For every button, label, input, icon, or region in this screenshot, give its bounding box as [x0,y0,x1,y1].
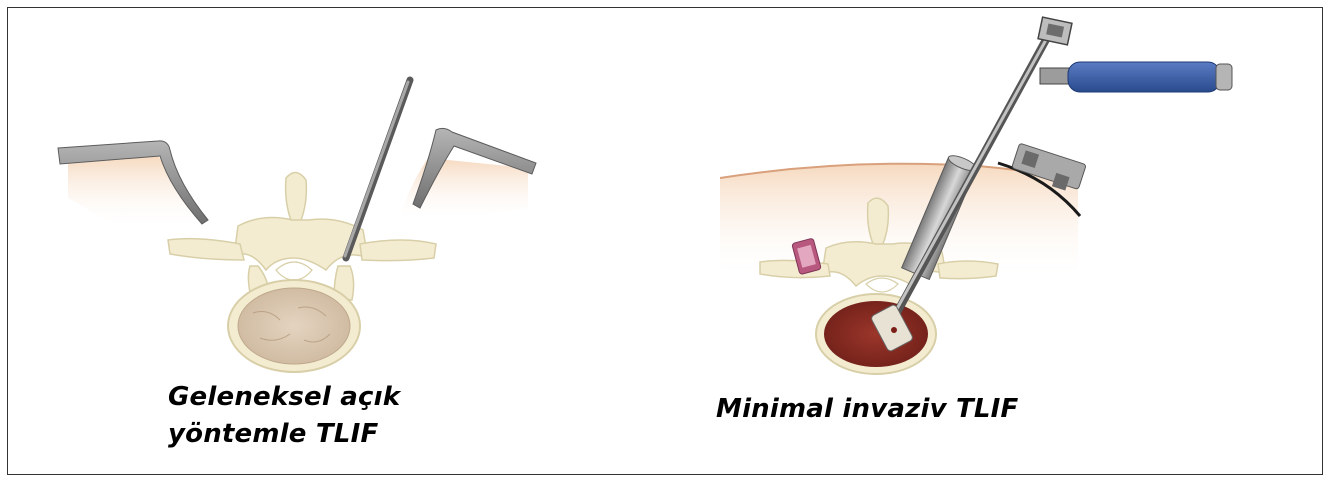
figure-frame: Geleneksel açık yöntemle TLIF [7,7,1323,475]
minimal-tlif-panel: Minimal invaziv TLIF [648,8,1324,474]
open-vertebra [168,172,436,372]
open-instrument [345,80,410,258]
open-tlif-panel: Geleneksel açık yöntemle TLIF [8,8,648,474]
instrument-handle [1068,62,1220,92]
open-tlif-caption-line1: Geleneksel açık [168,382,400,412]
open-tlif-caption-line2: yöntemle TLIF [168,419,378,449]
minimal-tlif-caption: Minimal invaziv TLIF [716,394,1019,424]
minimal-disc [824,301,928,367]
open-disc [238,288,350,364]
